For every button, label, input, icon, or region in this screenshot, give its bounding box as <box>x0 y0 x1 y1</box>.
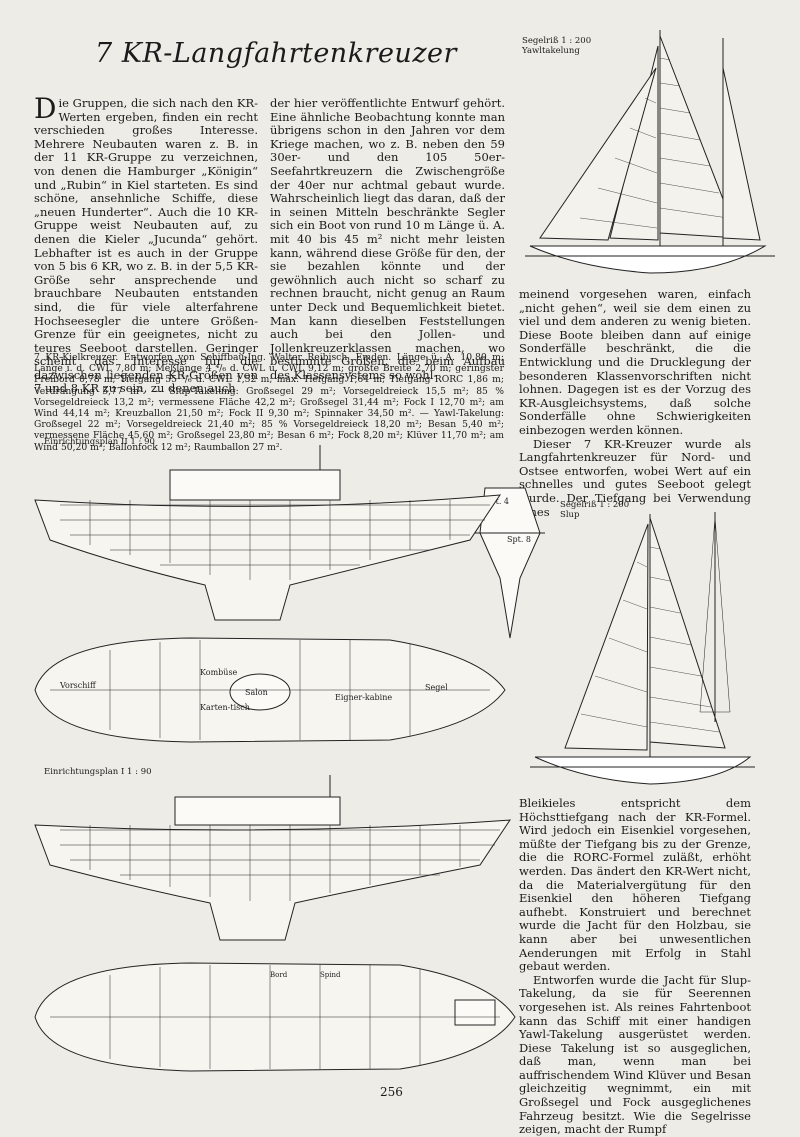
label-spind: Spind <box>320 971 341 979</box>
label-salon: Salon <box>245 688 268 697</box>
plan-1-deck-plan: Bord Spind <box>34 962 516 1072</box>
label-kombuese: Kombüse <box>200 668 238 677</box>
page-title: 7 KR-Langfahrtenkreuzer <box>95 38 457 69</box>
body-text-column-2: der hier veröffentlichte Entwurf gehört.… <box>270 96 505 382</box>
slup-name: Slup <box>560 510 580 520</box>
plan-1-profile <box>34 775 511 941</box>
figure-caption: 7 KR-Kielkreuzer. Entworfen von Schiffba… <box>34 352 504 453</box>
plan-1-label: Einrichtungsplan I 1 : 90 <box>44 767 152 777</box>
plan-2-deck-plan: Kombüse Salon Eigner-kabine Segel Vorsch… <box>34 637 506 743</box>
body-text-column-3: meinend vorgesehen waren, einfach „nicht… <box>519 287 751 519</box>
plan-2-profile <box>34 445 501 621</box>
label-eigner: Eigner-kabine <box>335 693 392 702</box>
label-bord: Bord <box>270 971 288 979</box>
paragraph: Dieser 7 KR-Kreuzer wurde als Langfahrte… <box>519 436 751 519</box>
paragraph: Bleikieles entspricht dem Höchsttiefgang… <box>519 796 751 974</box>
slup-scale: Segelriß 1 : 200 <box>560 500 630 510</box>
yawl-sail-plan <box>525 30 775 274</box>
section-label-spt8: Spt. 8 <box>507 535 531 544</box>
label-karten: Karten-tisch <box>200 703 250 712</box>
label-segel: Segel <box>425 683 448 692</box>
yawl-scale: Segelriß 1 : 200 <box>522 36 592 46</box>
slup-scale-label: Segelriß 1 : 200 Slup <box>560 500 629 520</box>
label-vorschiff: Vorschiff <box>59 681 97 690</box>
paragraph: Entworfen wurde die Jacht für Slup-Takel… <box>519 972 751 1137</box>
section-label-spt4: Spt. 4 <box>485 497 509 506</box>
hull-cross-section: Spt. 4 Spt. 8 <box>475 487 545 639</box>
page-number: 256 <box>380 1085 403 1099</box>
yawl-name: Yawltakelung <box>522 46 580 56</box>
body-text-column-4: Bleikieles entspricht dem Höchsttiefgang… <box>519 796 751 1137</box>
plan-2-label: Einrichtungsplan II 1 : 90 <box>44 437 155 447</box>
slup-sail-plan <box>530 512 755 785</box>
yawl-scale-label: Segelriß 1 : 200 Yawltakelung <box>522 36 591 56</box>
paragraph: meinend vorgesehen waren, einfach „nicht… <box>519 287 751 437</box>
body-text-column-1: Die Gruppen, die sich nach den KR-Werten… <box>34 92 258 396</box>
